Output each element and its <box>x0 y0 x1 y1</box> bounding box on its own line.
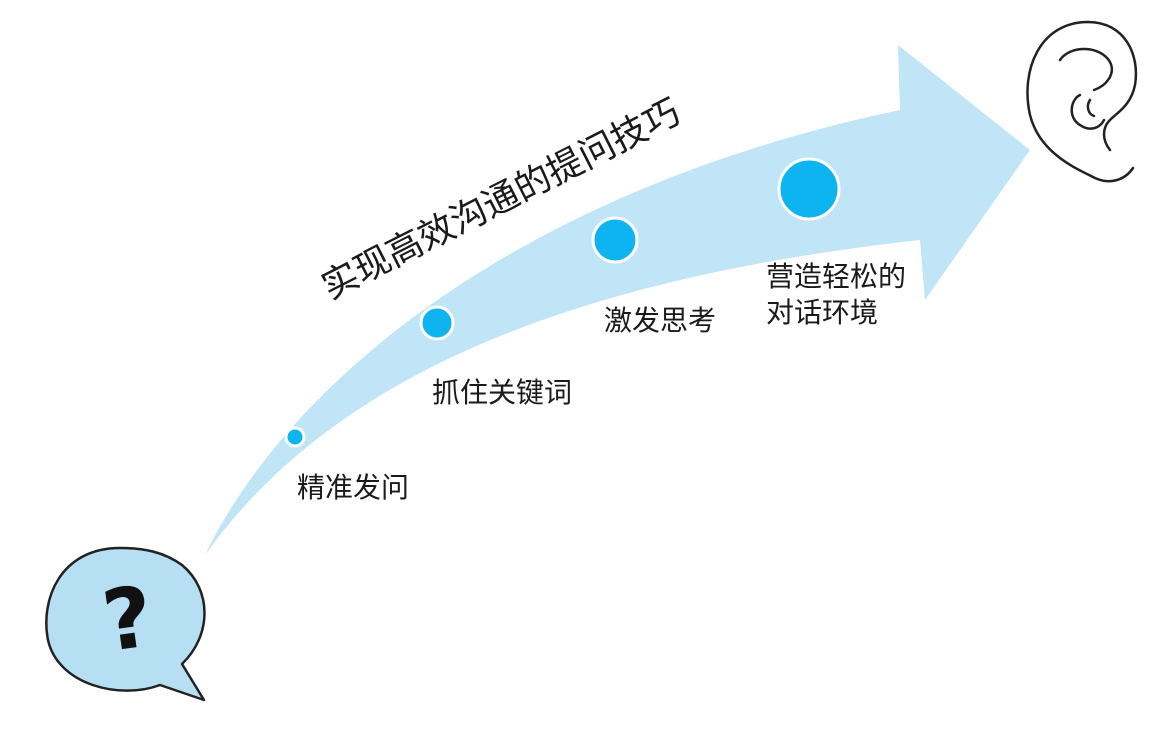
step-dots <box>284 157 841 448</box>
step-dot-1 <box>284 426 306 448</box>
step-dot-3 <box>591 216 639 264</box>
step-label-3: 激发思考 <box>604 304 716 337</box>
step-dot-4 <box>777 157 841 221</box>
step-label-4-line-1: 营造轻松的 <box>766 260 906 293</box>
step-dot-2 <box>419 305 455 341</box>
step-labels: 精准发问 抓住关键词 激发思考 营造轻松的 对话环境 <box>297 260 906 504</box>
ear-icon <box>1026 20 1138 183</box>
question-speech-bubble-icon: ? <box>45 546 206 702</box>
step-label-2: 抓住关键词 <box>432 376 572 409</box>
step-label-1: 精准发问 <box>297 471 409 504</box>
step-label-4-line-2: 对话环境 <box>766 296 878 329</box>
